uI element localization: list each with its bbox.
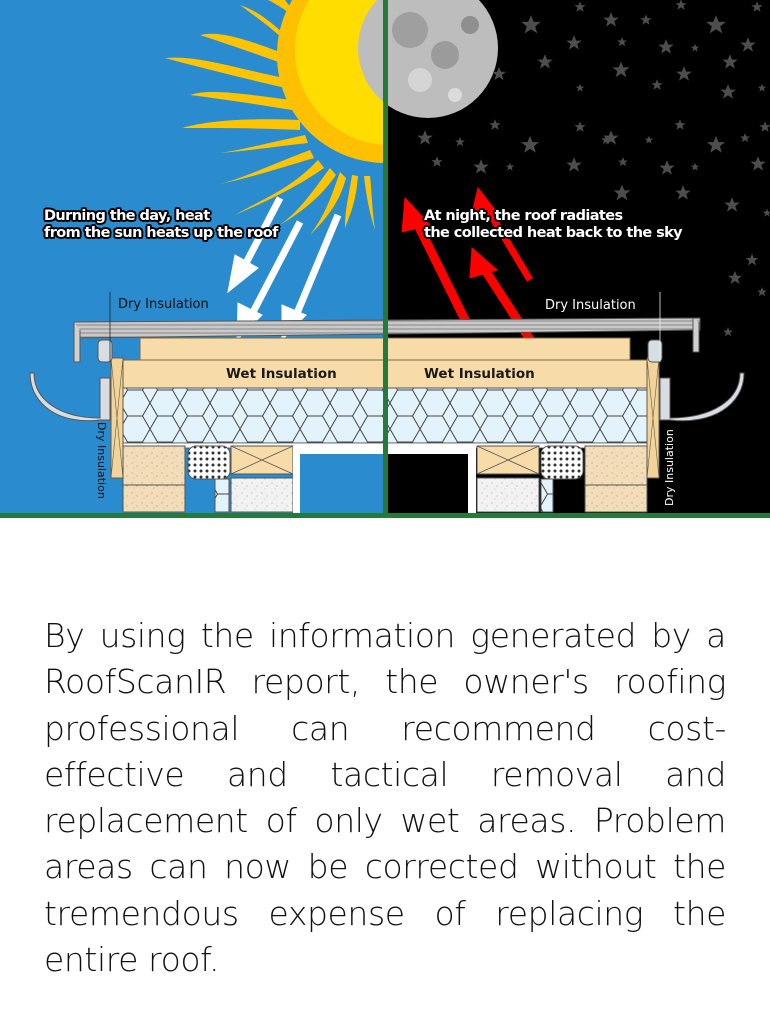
night-wet-insulation-label: Wet Insulation	[424, 366, 535, 382]
left-gutter-icon	[29, 339, 113, 422]
right-gutter-icon	[647, 339, 745, 422]
roof-heat-illustration: Durning the day, heat from the sun heats…	[0, 0, 770, 518]
day-caption: Durning the day, heat from the sun heats…	[44, 208, 278, 241]
night-dry-insulation-label: Dry Insulation	[545, 298, 636, 313]
description-paragraph: By using the information generated by a …	[44, 616, 726, 980]
day-dry-insulation-label: Dry Insulation	[118, 297, 209, 312]
heat-out-arrows	[401, 186, 544, 358]
night-side-dry-insulation-label: Dry Insulation	[663, 429, 676, 506]
night-caption: At night, the roof radiates the collecte…	[424, 208, 683, 241]
day-side-dry-insulation-label: Dry Insulation	[95, 422, 108, 499]
center-divider	[383, 0, 388, 518]
day-wet-insulation-label: Wet Insulation	[226, 366, 337, 382]
moon-icon	[358, 0, 498, 118]
